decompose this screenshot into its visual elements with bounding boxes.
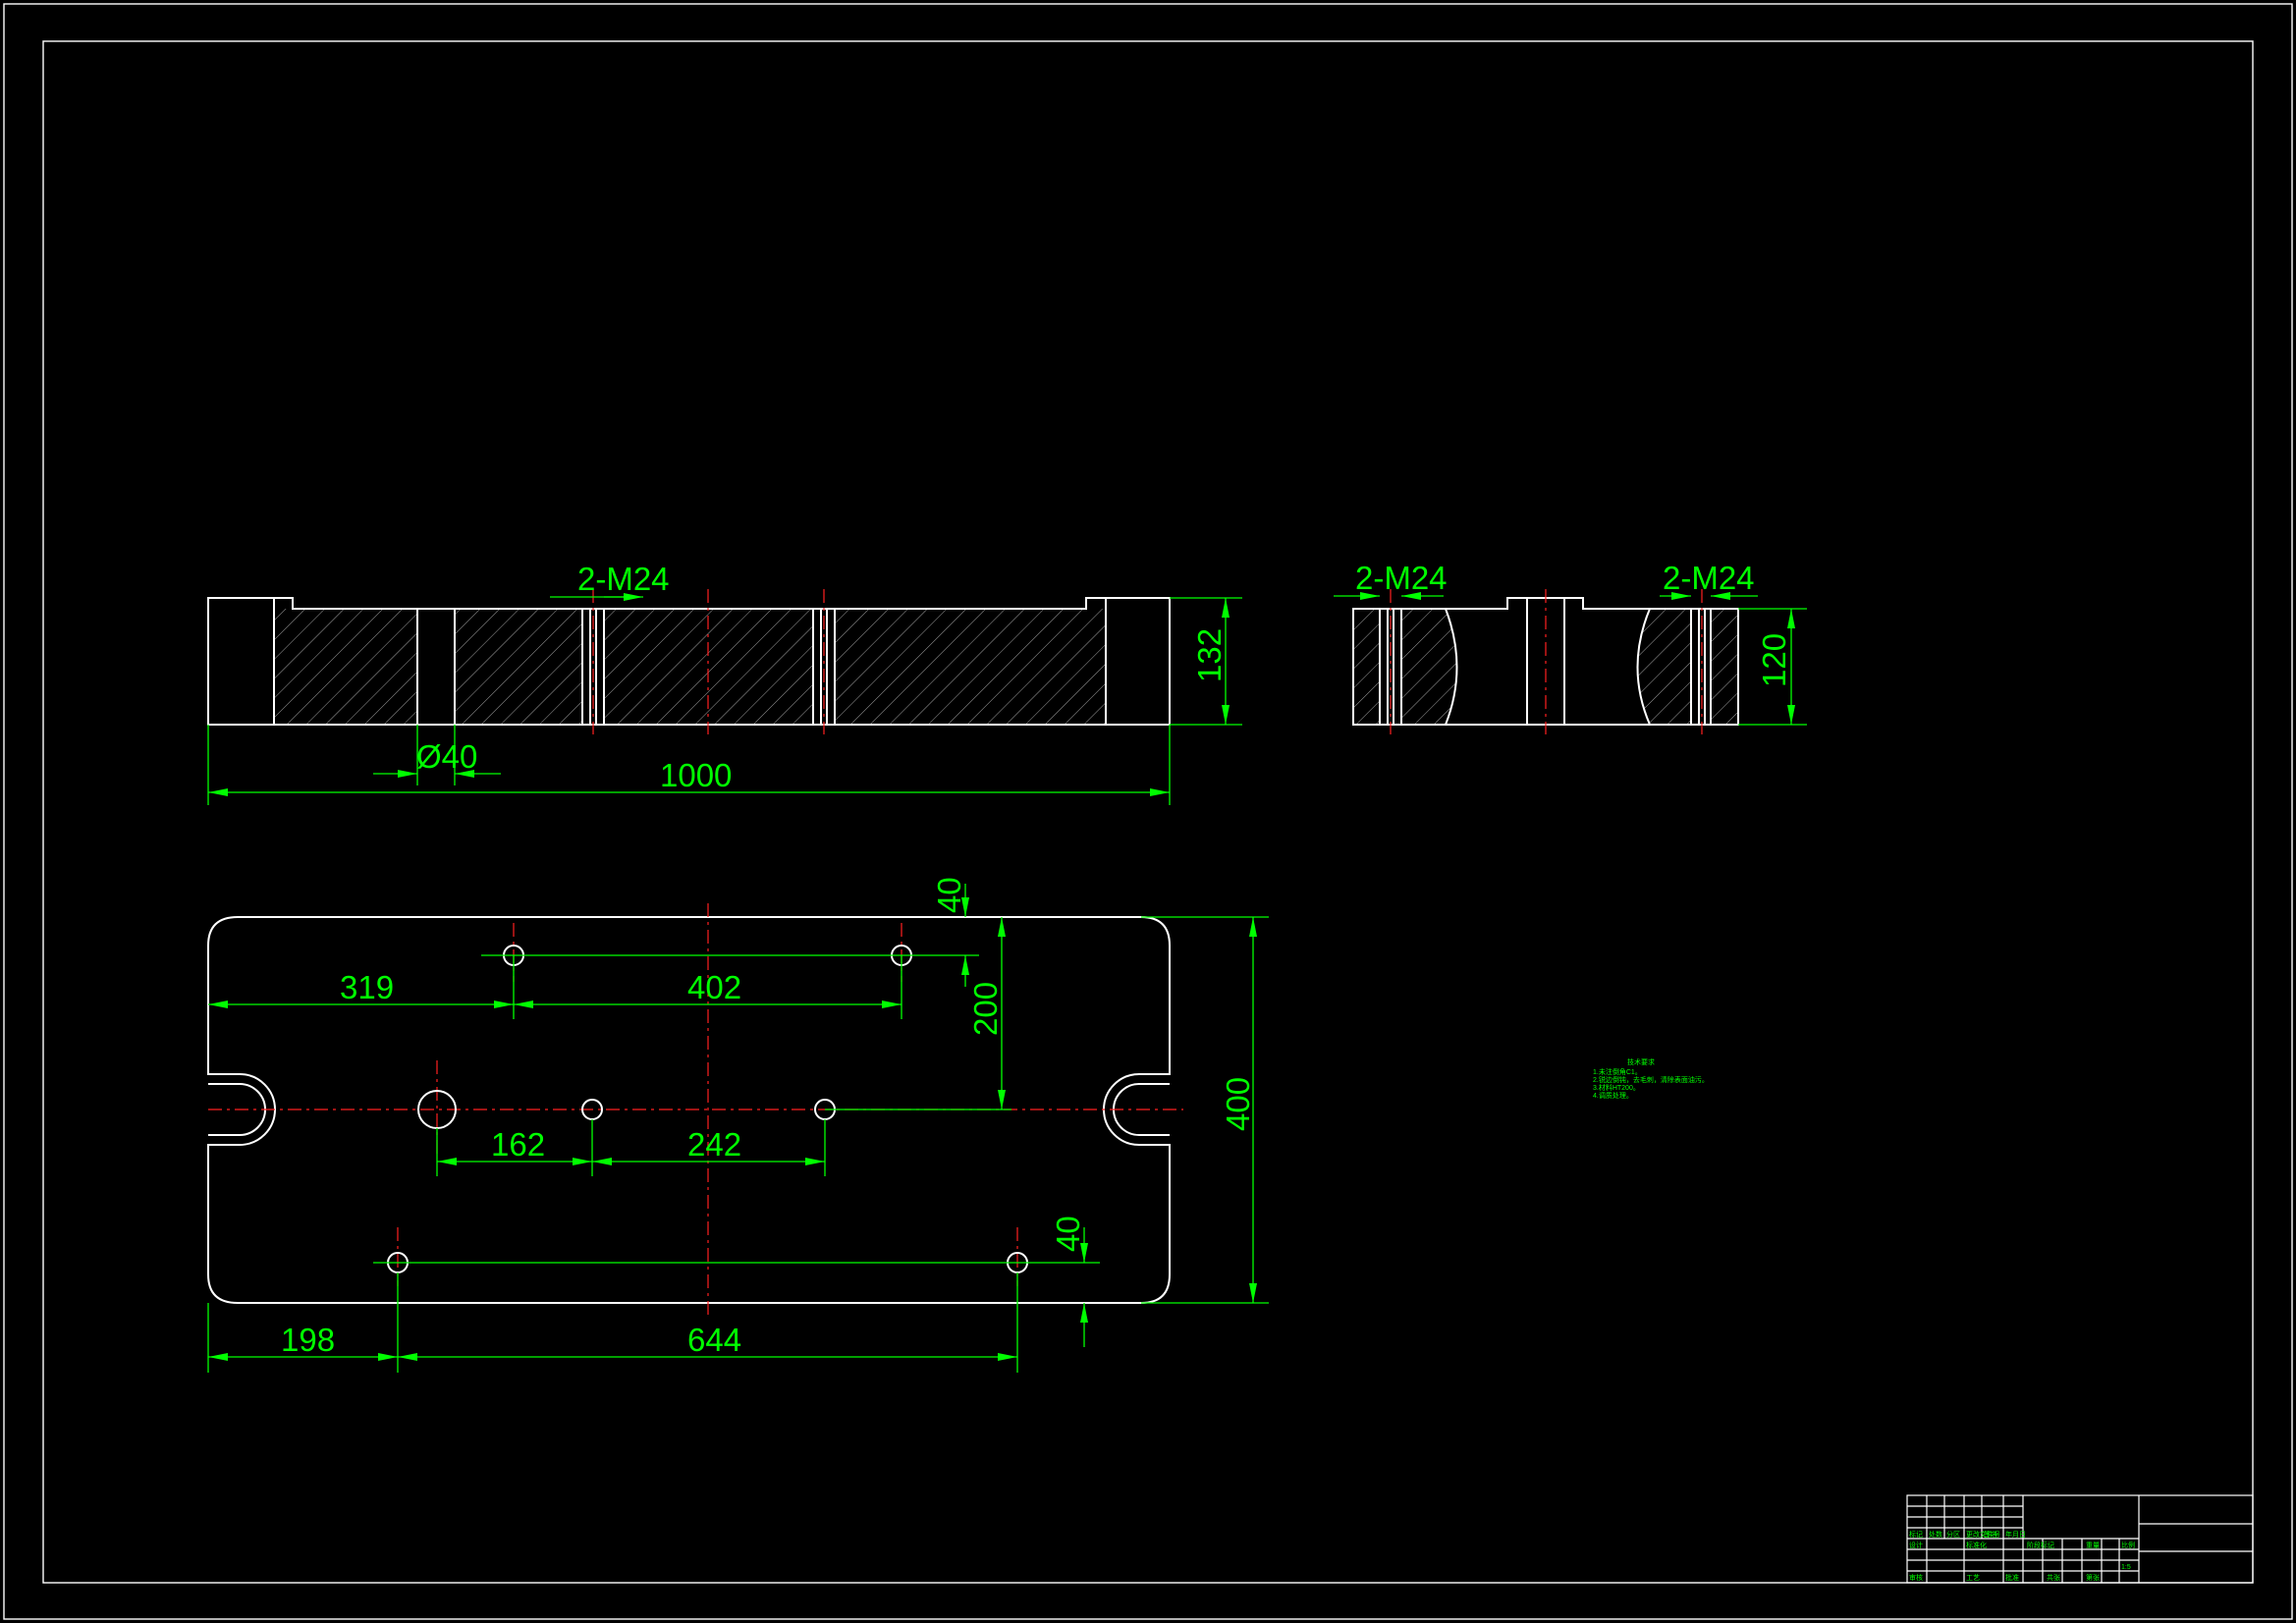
notes-line-3: 3.材料HT200。 [1593,1083,1640,1092]
front-hatch-4 [835,609,1105,725]
front-thread-label: 2-M24 [577,561,670,597]
tb-label-2: 分区 [1946,1530,1960,1539]
front-section-view: 2-M24 132 Ø40 1000 [207,561,1242,805]
plan-644-label: 644 [687,1322,741,1358]
front-length-label: 1000 [660,757,732,793]
plan-40-top-label: 40 [931,877,967,913]
notes-line-4: 4.调质处理。 [1593,1091,1633,1100]
sheet-outer-border [3,3,2293,1620]
side-thread-label-right: 2-M24 [1663,560,1755,596]
plan-40-bottom-label: 40 [1050,1216,1086,1252]
front-outline [207,597,1171,726]
tb-label-15: 第张 [2086,1573,2100,1582]
notes-line-1: 1.未注倒角C1。 [1593,1067,1642,1076]
side-right-arc [1636,608,1651,726]
tb-label-11: 审核 [1909,1573,1923,1582]
side-section-view: 2-M24 2-M24 120 [1334,560,1807,734]
tb-scale: 1:5 [2121,1564,2131,1571]
tb-label-13: 批准 [2005,1573,2019,1582]
front-hatch-1 [275,609,417,725]
tb-label-12: 工艺 [1966,1574,1980,1582]
tb-label-10: 比例 [2121,1541,2135,1549]
notes-title: 技术要求 [1627,1057,1655,1066]
plan-400-label: 400 [1220,1077,1256,1131]
side-left-arc [1445,608,1458,726]
tb-label-9: 重量 [2086,1542,2100,1549]
side-outline [1352,597,1739,726]
tb-label-7: 标准化 [1966,1541,1987,1549]
front-hole-label: Ø40 [416,738,477,775]
tb-label-0: 标记 [1909,1530,1923,1539]
side-right-hatch-a [1637,609,1691,725]
notes-line-2: 2.锐边倒钝，去毛刺，清除表面油污。 [1593,1075,1709,1084]
tb-label-1: 处数 [1929,1530,1942,1539]
plan-319-label: 319 [340,969,394,1005]
tb-label-8: 阶段标记 [2027,1541,2054,1549]
sheet-inner-border [42,40,2254,1584]
side-height-label: 120 [1756,633,1792,687]
plan-200-label: 200 [967,982,1004,1036]
technical-notes: 技术要求 1.未注倒角C1。 2.锐边倒钝，去毛刺，清除表面油污。 3.材料HT… [1593,1057,1709,1100]
tb-label-14: 共张 [2047,1573,2060,1582]
plan-162-label: 162 [491,1126,545,1163]
plan-198-label: 198 [281,1322,335,1358]
front-height-label: 132 [1191,628,1228,682]
plan-242-label: 242 [687,1126,741,1163]
tb-label-4: 签名 [1984,1530,1997,1539]
tb-label-6: 设计 [1909,1541,1923,1549]
side-thread-label-left: 2-M24 [1355,560,1448,596]
tb-label-5: 年月日 [2005,1530,2026,1539]
tb-label-3: 更改文件号 [1966,1530,2000,1539]
side-left-hatch-a [1353,609,1380,725]
side-right-hatch-b [1711,609,1738,725]
plan-402-label: 402 [687,969,741,1005]
title-block: 标记 处数 分区 更改文件号 签名 年月日 设计 标准化 阶段标记 重量 比例 … [1906,1494,2254,1584]
front-hatch-2 [455,609,582,725]
plan-view: 319 402 40 200 400 162 242 40 198 644 [207,877,1269,1373]
side-left-hatch-b [1401,609,1457,725]
